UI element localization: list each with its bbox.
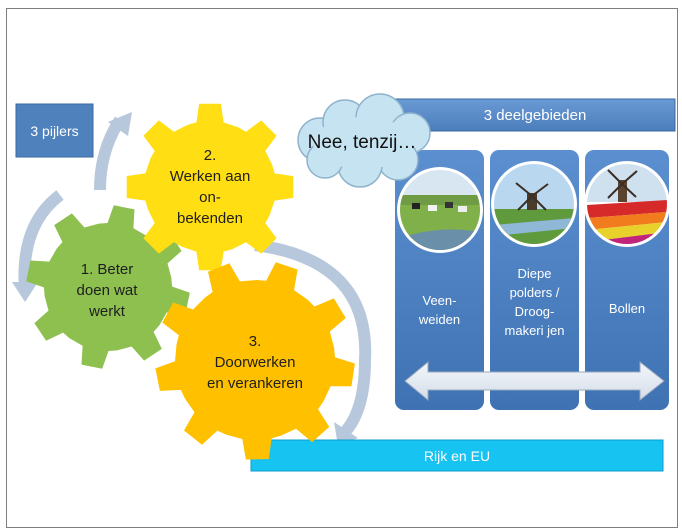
column-2-line-2: polders /	[509, 285, 560, 300]
cycle-arrowhead-left	[12, 282, 38, 302]
gear-1-line-1: 1. Beter	[80, 261, 134, 278]
column-1-text: Veen- weiden	[395, 291, 484, 329]
bottom-bar-shape	[250, 439, 664, 472]
domains-bar	[394, 98, 676, 132]
cloud-text: Nee, tenzij…	[307, 132, 417, 153]
double-arrow	[404, 360, 665, 402]
cycle-arrowhead-top	[108, 112, 132, 136]
gear-3-line-2: Doorwerken	[214, 354, 296, 371]
gear-1-line-2: doen wat	[76, 282, 138, 299]
gear-3-line-3: en verankeren	[207, 375, 303, 392]
gear-3-text: 3. Doorwerken en verankeren	[190, 331, 320, 394]
column-3-line-1: Bollen	[608, 301, 646, 316]
gear-3-line-1: 3.	[248, 333, 262, 350]
column-1-line-2: weiden	[418, 312, 461, 327]
photo-veenweiden	[397, 167, 483, 253]
gear-2-line-2: Werken aan	[169, 168, 251, 185]
gear-2-line-4: bekenden	[177, 210, 243, 227]
gear-orange	[155, 262, 355, 460]
column-3-text: Bollen	[585, 299, 669, 318]
gear-2-line-3: on-	[199, 189, 221, 206]
gear-green	[26, 205, 190, 369]
gear-yellow	[126, 103, 294, 271]
cycle-arrow-top	[94, 116, 126, 191]
bottom-bar-label: Rijk en EU	[423, 447, 491, 464]
pillars-label: 3 pijlers	[30, 122, 79, 139]
photo-bollen	[584, 161, 670, 247]
column-1-line-1: Veen-	[422, 293, 457, 308]
domains-label: 3 deelgebieden	[483, 106, 587, 124]
gear-1-line-3: werkt	[89, 303, 125, 320]
gear-2-text: 2. Werken aan on- bekenden	[152, 145, 268, 229]
column-2-line-1: Diepe	[517, 266, 552, 281]
pillars-box	[15, 103, 94, 158]
column-2-line-4: makeri jen	[504, 323, 565, 338]
column-2-text: Diepe polders / Droog- makeri jen	[490, 264, 579, 340]
cloud-fill	[313, 117, 413, 169]
column-2-line-3: Droog-	[514, 304, 555, 319]
gear-1-text: 1. Beter doen wat werkt	[52, 259, 162, 322]
gear-2-line-1: 2.	[203, 147, 217, 164]
cycle-arrow-right	[254, 239, 372, 437]
cycle-arrow-left	[18, 190, 64, 291]
